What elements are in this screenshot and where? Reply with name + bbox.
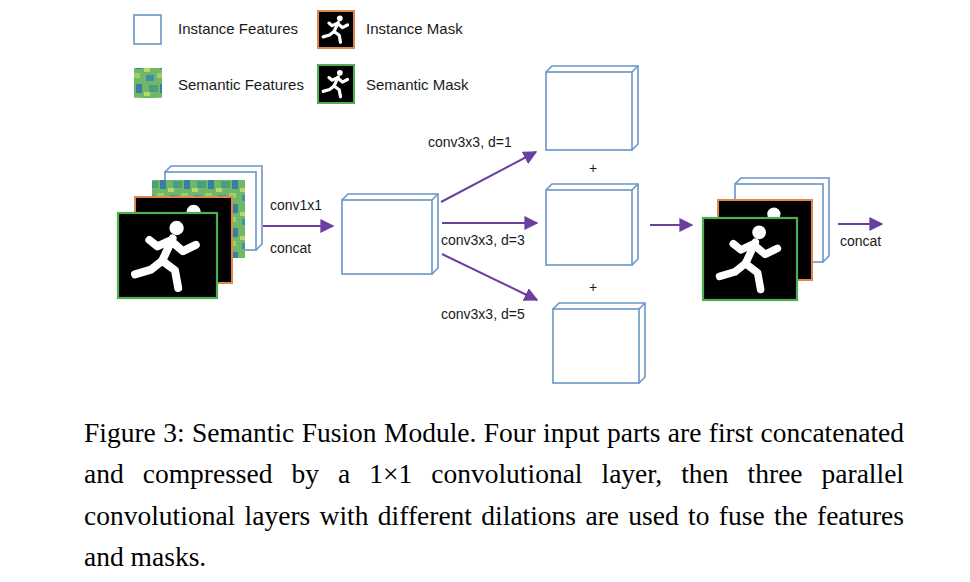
op-label: conv1x1 [270,197,322,213]
branch-box [546,66,645,383]
legend-text: Instance Features [178,20,298,38]
op-label: conv3x3, d=1 [428,134,512,150]
legend-text: Instance Mask [366,20,463,38]
plus-sign: + [589,160,597,176]
flow-arrow [263,152,882,300]
output-stack [703,178,829,300]
op-label: conv3x3, d=5 [441,306,525,322]
input-stack [118,166,262,298]
op-label: concat [840,233,881,249]
feature-box [342,194,438,274]
legend-text: Semantic Mask [366,76,469,94]
op-label: conv3x3, d=3 [441,232,525,248]
legend-text: Semantic Features [178,76,304,94]
figure-caption: Figure 3: Semantic Fusion Module. Four i… [84,412,904,577]
legend-sample [134,11,354,103]
op-label: concat [270,240,311,256]
plus-sign: + [589,279,597,295]
